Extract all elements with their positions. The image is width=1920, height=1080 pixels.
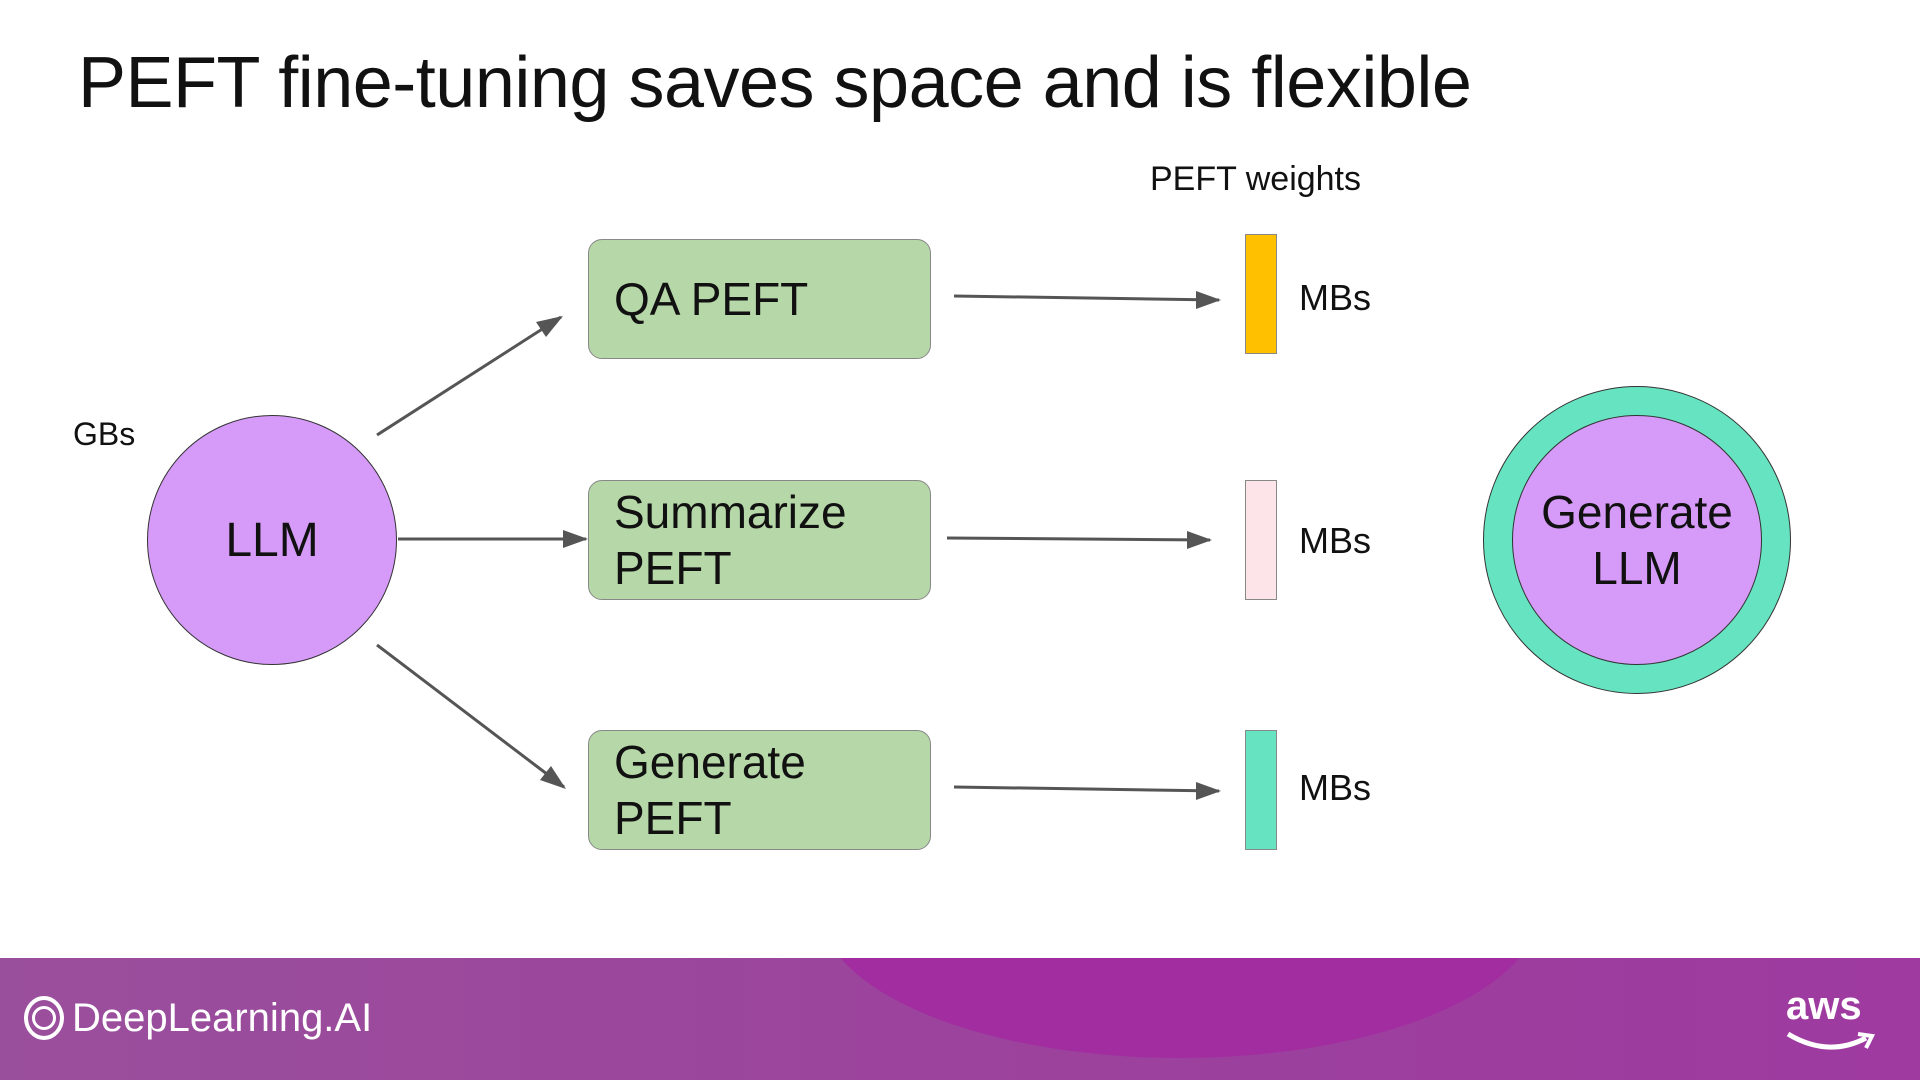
deeplearning-logo-icon — [24, 996, 64, 1040]
task-box-summarize: Summarize PEFT — [588, 480, 931, 600]
task-label: Summarize PEFT — [614, 486, 847, 594]
task-box-qa: QA PEFT — [588, 239, 931, 359]
slide-title: PEFT fine-tuning saves space and is flex… — [78, 43, 1472, 123]
arrow-llm-qa — [376, 315, 562, 437]
task-label: QA PEFT — [614, 273, 809, 325]
weights-bar-summarize — [1245, 480, 1277, 600]
gbs-label: GBs — [73, 416, 136, 452]
size-label-qa: MBs — [1299, 277, 1371, 318]
footer-banner: DeepLearning.AI aws — [0, 958, 1920, 1080]
peft-weights-header: PEFT weights — [1150, 160, 1362, 198]
weights-bar-generate — [1245, 730, 1277, 850]
aws-smile-icon — [1786, 1031, 1876, 1050]
task-label: Generate PEFT — [614, 736, 806, 844]
llm-label: LLM — [225, 513, 319, 567]
weights-bar-qa — [1245, 234, 1277, 354]
task-box-generate: Generate PEFT — [588, 730, 931, 850]
brand-logo: DeepLearning.AI — [72, 996, 373, 1040]
arrow-qa-weights — [953, 294, 1220, 302]
arrow-summarize-weights — [946, 536, 1211, 542]
aws-logo: aws — [1786, 984, 1862, 1028]
combined-llm-label: Generate LLM — [1541, 486, 1733, 594]
combined-llm-core: Generate LLM — [1512, 415, 1762, 665]
arrow-generate-weights — [953, 785, 1220, 793]
combined-llm-ring: Generate LLM — [1483, 386, 1791, 694]
llm-circle: LLM — [147, 415, 397, 665]
size-label-generate: MBs — [1299, 767, 1371, 808]
footer-decoration — [820, 958, 1540, 1058]
arrow-llm-generate — [376, 643, 565, 789]
size-label-summarize: MBs — [1299, 520, 1371, 561]
